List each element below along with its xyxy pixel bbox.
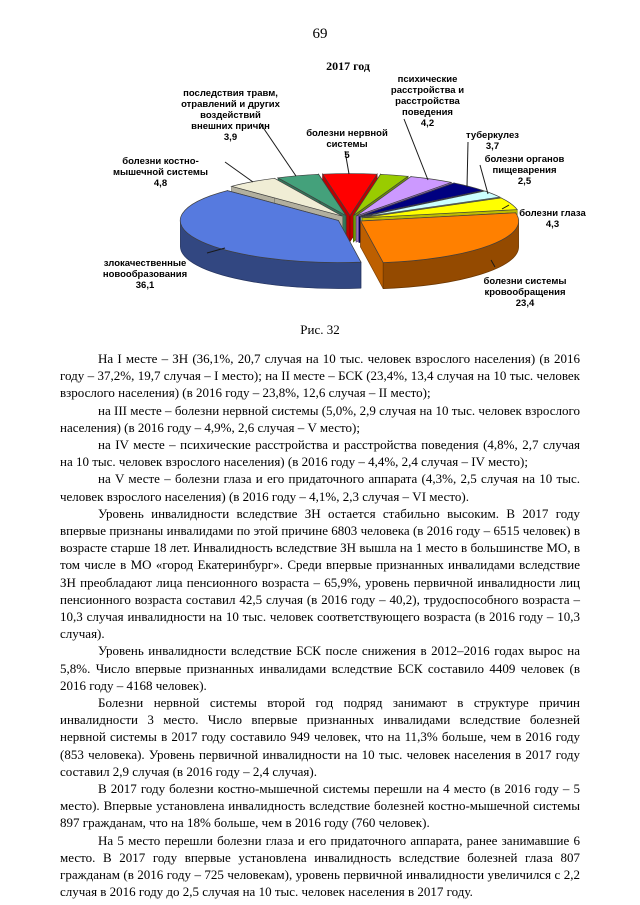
paragraph: на V месте – болезни глаза и его придато… — [60, 471, 580, 504]
paragraph: В 2017 году болезни костно-мышечной сист… — [60, 781, 580, 831]
pie-slice-part — [276, 173, 347, 217]
chart-label-text: болезни органов пищеварения — [484, 154, 565, 176]
pie-slice-part — [230, 177, 343, 217]
chart-label-text: туберкулез — [466, 130, 519, 141]
chart-label-digestive-organs: болезни органов пищеварения 2,5 — [462, 143, 587, 198]
pie-slice-part — [358, 182, 485, 217]
pie-slice-part — [362, 197, 518, 219]
chart-label-text: последствия травм, отравлений и других в… — [181, 88, 280, 132]
leader-line — [501, 204, 510, 210]
chart-label-value: 4,2 — [420, 118, 435, 129]
pie-slice-part — [321, 173, 378, 217]
leader-line — [344, 150, 350, 175]
chart-label-eye-diseases: болезни глаза 4,3 — [500, 197, 605, 241]
leader-line — [466, 141, 469, 188]
chart-label-nervous-system: болезни нервной системы 5 — [292, 117, 402, 172]
chart-label-text: болезни нервной системы — [306, 128, 388, 150]
figure-32-pie-chart: 2017 год болезни нервной системы 5 психи… — [0, 47, 640, 312]
chart-label-text: злокачественные новообразования — [102, 258, 188, 280]
chart-label-mental-disorders: психические расстройства и расстройства … — [375, 63, 480, 140]
paragraph: на III месте – болезни нервной системы (… — [60, 402, 580, 435]
chart-label-text: психические расстройства и расстройства … — [390, 74, 465, 118]
chart-label-text: болезни костно- мышечной системы — [113, 156, 208, 178]
leader-line — [479, 164, 489, 195]
paragraph: Болезни нервной системы второй год подря… — [60, 695, 580, 779]
paragraph: На 5 место перешли болезни глаза и его п… — [60, 832, 580, 900]
chart-label-value: 23,4 — [515, 298, 535, 309]
leader-lines — [206, 118, 510, 268]
chart-label-value: 4,8 — [153, 178, 168, 189]
chart-label-text: болезни системы кровообращения — [483, 276, 567, 298]
chart-label-tuberculosis: туберкулез 3,7 — [450, 119, 535, 163]
chart-label-value: 3,7 — [485, 141, 500, 152]
chart-title: 2017 год — [326, 59, 370, 73]
pie-slice-part — [355, 176, 453, 217]
leader-line — [206, 247, 226, 254]
body-text: На I месте – ЗН (36,1%, 20,7 случая на 1… — [60, 350, 580, 901]
paragraph: На I месте – ЗН (36,1%, 20,7 случая на 1… — [60, 351, 580, 401]
chart-label-value: 36,1 — [135, 280, 155, 291]
pie-slices — [179, 173, 520, 289]
pie-slice-part — [179, 190, 362, 263]
paragraph: Уровень инвалидности вследствие БСК посл… — [60, 643, 580, 693]
chart-label-text: болезни глаза — [519, 208, 586, 219]
chart-label-value: 3,9 — [223, 132, 238, 143]
pie-slice-part — [353, 173, 409, 216]
chart-label-circulatory-system: болезни системы кровообращения 23,4 — [465, 265, 585, 320]
leader-line — [403, 118, 429, 181]
pie-slice-part — [360, 190, 501, 218]
chart-label-value: 5 — [344, 150, 350, 161]
paragraph: Уровень инвалидности вследствие ЗН остае… — [60, 505, 580, 642]
pie-slice-part — [360, 212, 520, 263]
chart-label-value: 2,5 — [517, 176, 532, 187]
pie-chart-canvas — [179, 118, 520, 289]
chart-label-musculoskeletal: болезни костно- мышечной системы 4,8 — [98, 145, 223, 200]
page-number: 69 — [312, 26, 328, 42]
leader-line — [224, 161, 254, 183]
paragraph: на IV месте – психические расстройства и… — [60, 437, 580, 470]
figure-caption: Рис. 32 — [300, 322, 340, 337]
chart-label-value: 4,3 — [545, 219, 560, 230]
leader-line — [490, 259, 496, 268]
chart-label-external-causes: последствия травм, отравлений и других в… — [168, 77, 293, 154]
leader-line — [259, 122, 297, 177]
chart-label-malignant-neoplasms: злокачественные новообразования 36,1 — [85, 247, 205, 302]
